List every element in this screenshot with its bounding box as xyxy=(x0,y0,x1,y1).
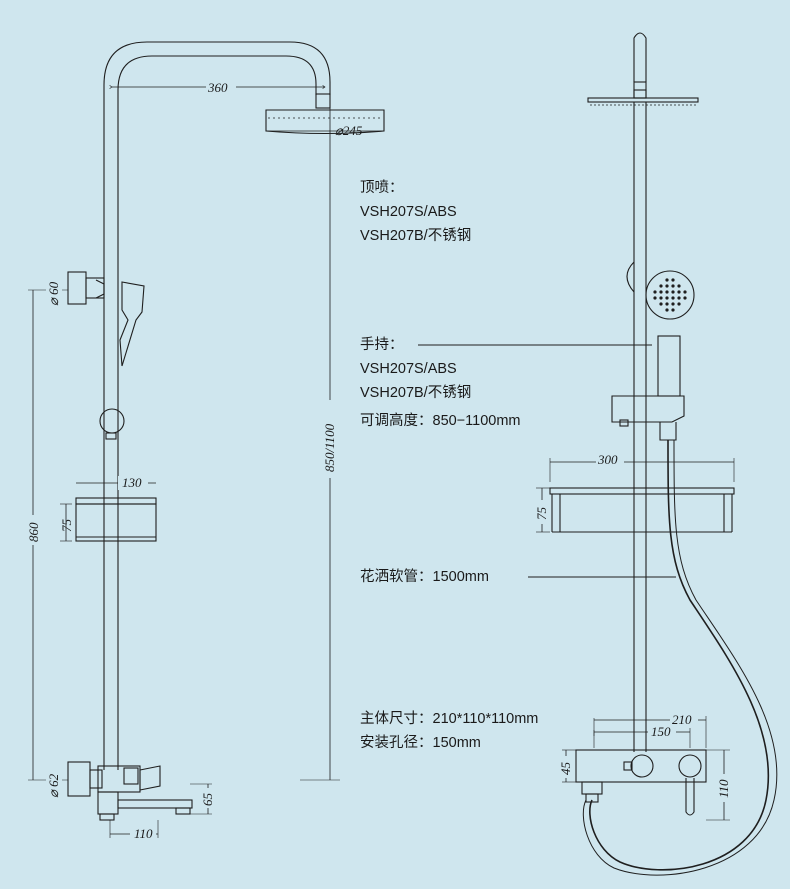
spec-hose-length: 花洒软管：1500mm xyxy=(360,569,489,585)
spec-main-body: 主体尺寸：210*110*110mm xyxy=(360,711,539,727)
nozzle-dot xyxy=(677,284,681,288)
dim-label-head: ⌀245 xyxy=(335,123,363,138)
dim-label-total-height: 860 xyxy=(26,522,41,542)
nozzle-dot xyxy=(671,278,675,282)
head-connector xyxy=(315,93,331,109)
nozzle-dot xyxy=(677,302,681,306)
nozzle-dot xyxy=(671,284,675,288)
slider-clip xyxy=(619,419,629,427)
nozzle-dot xyxy=(653,290,657,294)
hand-shower-front xyxy=(645,270,695,320)
nozzle-dot xyxy=(683,290,687,294)
nozzle-dot xyxy=(677,290,681,294)
shelf-side xyxy=(75,497,157,542)
spec-overhead-model-abs: VSH207S/ABS xyxy=(360,204,457,220)
dim-label-shelf-height-right: 75 xyxy=(534,507,549,521)
nozzle-dot xyxy=(653,296,657,300)
overhead-shower-head xyxy=(265,109,385,135)
riser-top-cap xyxy=(633,32,647,82)
nozzle-dot xyxy=(659,296,663,300)
dim-label-spout-height: 65 xyxy=(200,793,215,807)
spec-handheld-model-steel: VSH207B/不锈钢 xyxy=(360,385,472,401)
nozzle-dot xyxy=(659,290,663,294)
dim-label-valve: ⌀ 62 xyxy=(46,773,61,798)
dim-label-holder: ⌀ 60 xyxy=(46,281,61,306)
left-view xyxy=(28,41,385,838)
riser-pipe-outline xyxy=(103,41,331,770)
nozzle-dot xyxy=(665,302,669,306)
spec-handheld-label: 手持： xyxy=(360,337,404,353)
nozzle-dot xyxy=(671,302,675,306)
nozzle-dot xyxy=(677,296,681,300)
dim-label-body-width: 210 xyxy=(672,712,692,727)
spec-handheld-height: 可调高度：850−1100mm xyxy=(360,413,521,429)
dim-label-shelf-height-left: 75 xyxy=(59,519,74,533)
nozzle-dot xyxy=(665,296,669,300)
slider-body xyxy=(611,395,685,423)
dim-label-body-height: 45 xyxy=(558,762,573,776)
nozzle-dot xyxy=(659,284,663,288)
nozzle-dot xyxy=(665,308,669,312)
shelf-front xyxy=(549,487,735,533)
nozzle-dot xyxy=(683,296,687,300)
slider-knob xyxy=(99,408,125,440)
shower-hose-inner xyxy=(582,439,778,876)
nozzle-dot xyxy=(671,290,675,294)
shower-hose xyxy=(589,439,770,871)
spec-overhead-label: 顶喷： xyxy=(360,180,404,196)
nozzle-dot xyxy=(665,278,669,282)
slider-hose-holder xyxy=(659,422,677,441)
nozzle-dot xyxy=(671,296,675,300)
mixer-valve-front xyxy=(575,749,707,816)
dim-label-body-depth: 110 xyxy=(716,779,731,798)
spec-overhead-model-steel: VSH207B/不锈钢 xyxy=(360,228,472,244)
overhead-head-front xyxy=(587,89,699,106)
hand-shower-handle xyxy=(657,335,681,397)
spec-body: 主体尺寸：210*110*110mm 安装孔径：150mm xyxy=(360,707,538,755)
spec-install-hole: 安装孔径：150mm xyxy=(360,735,481,751)
right-view xyxy=(536,32,778,876)
holder-bracket xyxy=(626,261,635,293)
right-dimension-labels: 300 75 210 150 45 110 xyxy=(534,452,732,802)
dim-label-arm: 360 xyxy=(207,80,228,95)
spec-handheld-model-abs: VSH207S/ABS xyxy=(360,361,457,377)
dim-label-inlet-spacing: 150 xyxy=(651,724,671,739)
nozzle-dot xyxy=(665,284,669,288)
spec-overhead: 顶喷： VSH207S/ABS VSH207B/不锈钢 xyxy=(360,176,471,248)
dim-label-shelf-width: 130 xyxy=(122,475,142,490)
dim-label-adjustable: 850/1100 xyxy=(322,423,337,472)
handheld-holder xyxy=(67,271,105,305)
dim-label-spout-length: 110 xyxy=(134,826,153,841)
left-dimension-labels: 360 ⌀245 130 110 850/1100 860 75 ⌀ 60 ⌀ … xyxy=(24,79,363,841)
nozzle-dot xyxy=(659,302,663,306)
nozzle-dot xyxy=(671,308,675,312)
mixer-valve xyxy=(67,761,193,821)
nozzle-dot xyxy=(665,290,669,294)
spec-hose: 花洒软管：1500mm xyxy=(360,565,489,589)
spec-handheld: 手持： VSH207S/ABS VSH207B/不锈钢 可调高度：850−110… xyxy=(360,333,521,433)
hand-shower-side xyxy=(119,281,145,367)
dim-label-shelf-width-right: 300 xyxy=(597,452,618,467)
